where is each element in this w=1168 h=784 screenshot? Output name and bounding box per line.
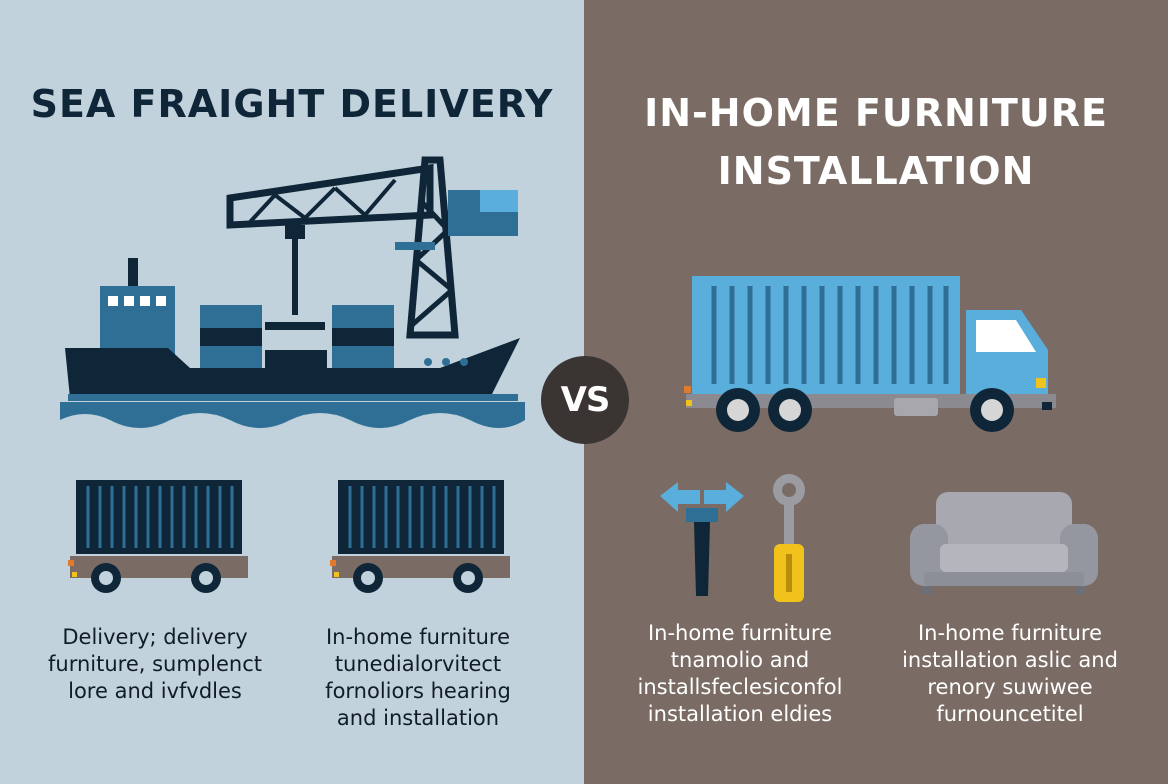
wrench-icon xyxy=(660,482,744,596)
container-wagon-icon xyxy=(330,480,510,593)
left-caption-1: Delivery; delivery furniture, sumplenct … xyxy=(48,625,262,703)
cargo-ship-icon xyxy=(60,156,525,428)
right-caption-2: In-home furniture installation aslic and… xyxy=(902,621,1118,726)
installation-title-line-1: IN-HOME FURNITURE xyxy=(644,91,1108,135)
delivery-truck-icon xyxy=(684,276,1056,432)
left-caption-2: In-home furniture tunedialorvitect forno… xyxy=(325,625,511,730)
installation-title-line-2: INSTALLATION xyxy=(717,149,1035,193)
sea-freight-title: SEA FRAIGHT DELIVERY xyxy=(30,82,554,126)
right-caption-1: In-home furniture tnamolio and installsf… xyxy=(637,621,843,726)
vs-badge: VS xyxy=(541,356,629,444)
port-crane-icon xyxy=(226,156,518,339)
installation-title: IN-HOME FURNITURE INSTALLATION xyxy=(584,84,1168,200)
screwdriver-icon xyxy=(773,474,805,602)
container-wagon-icon xyxy=(68,480,248,593)
sofa-icon xyxy=(910,492,1098,594)
